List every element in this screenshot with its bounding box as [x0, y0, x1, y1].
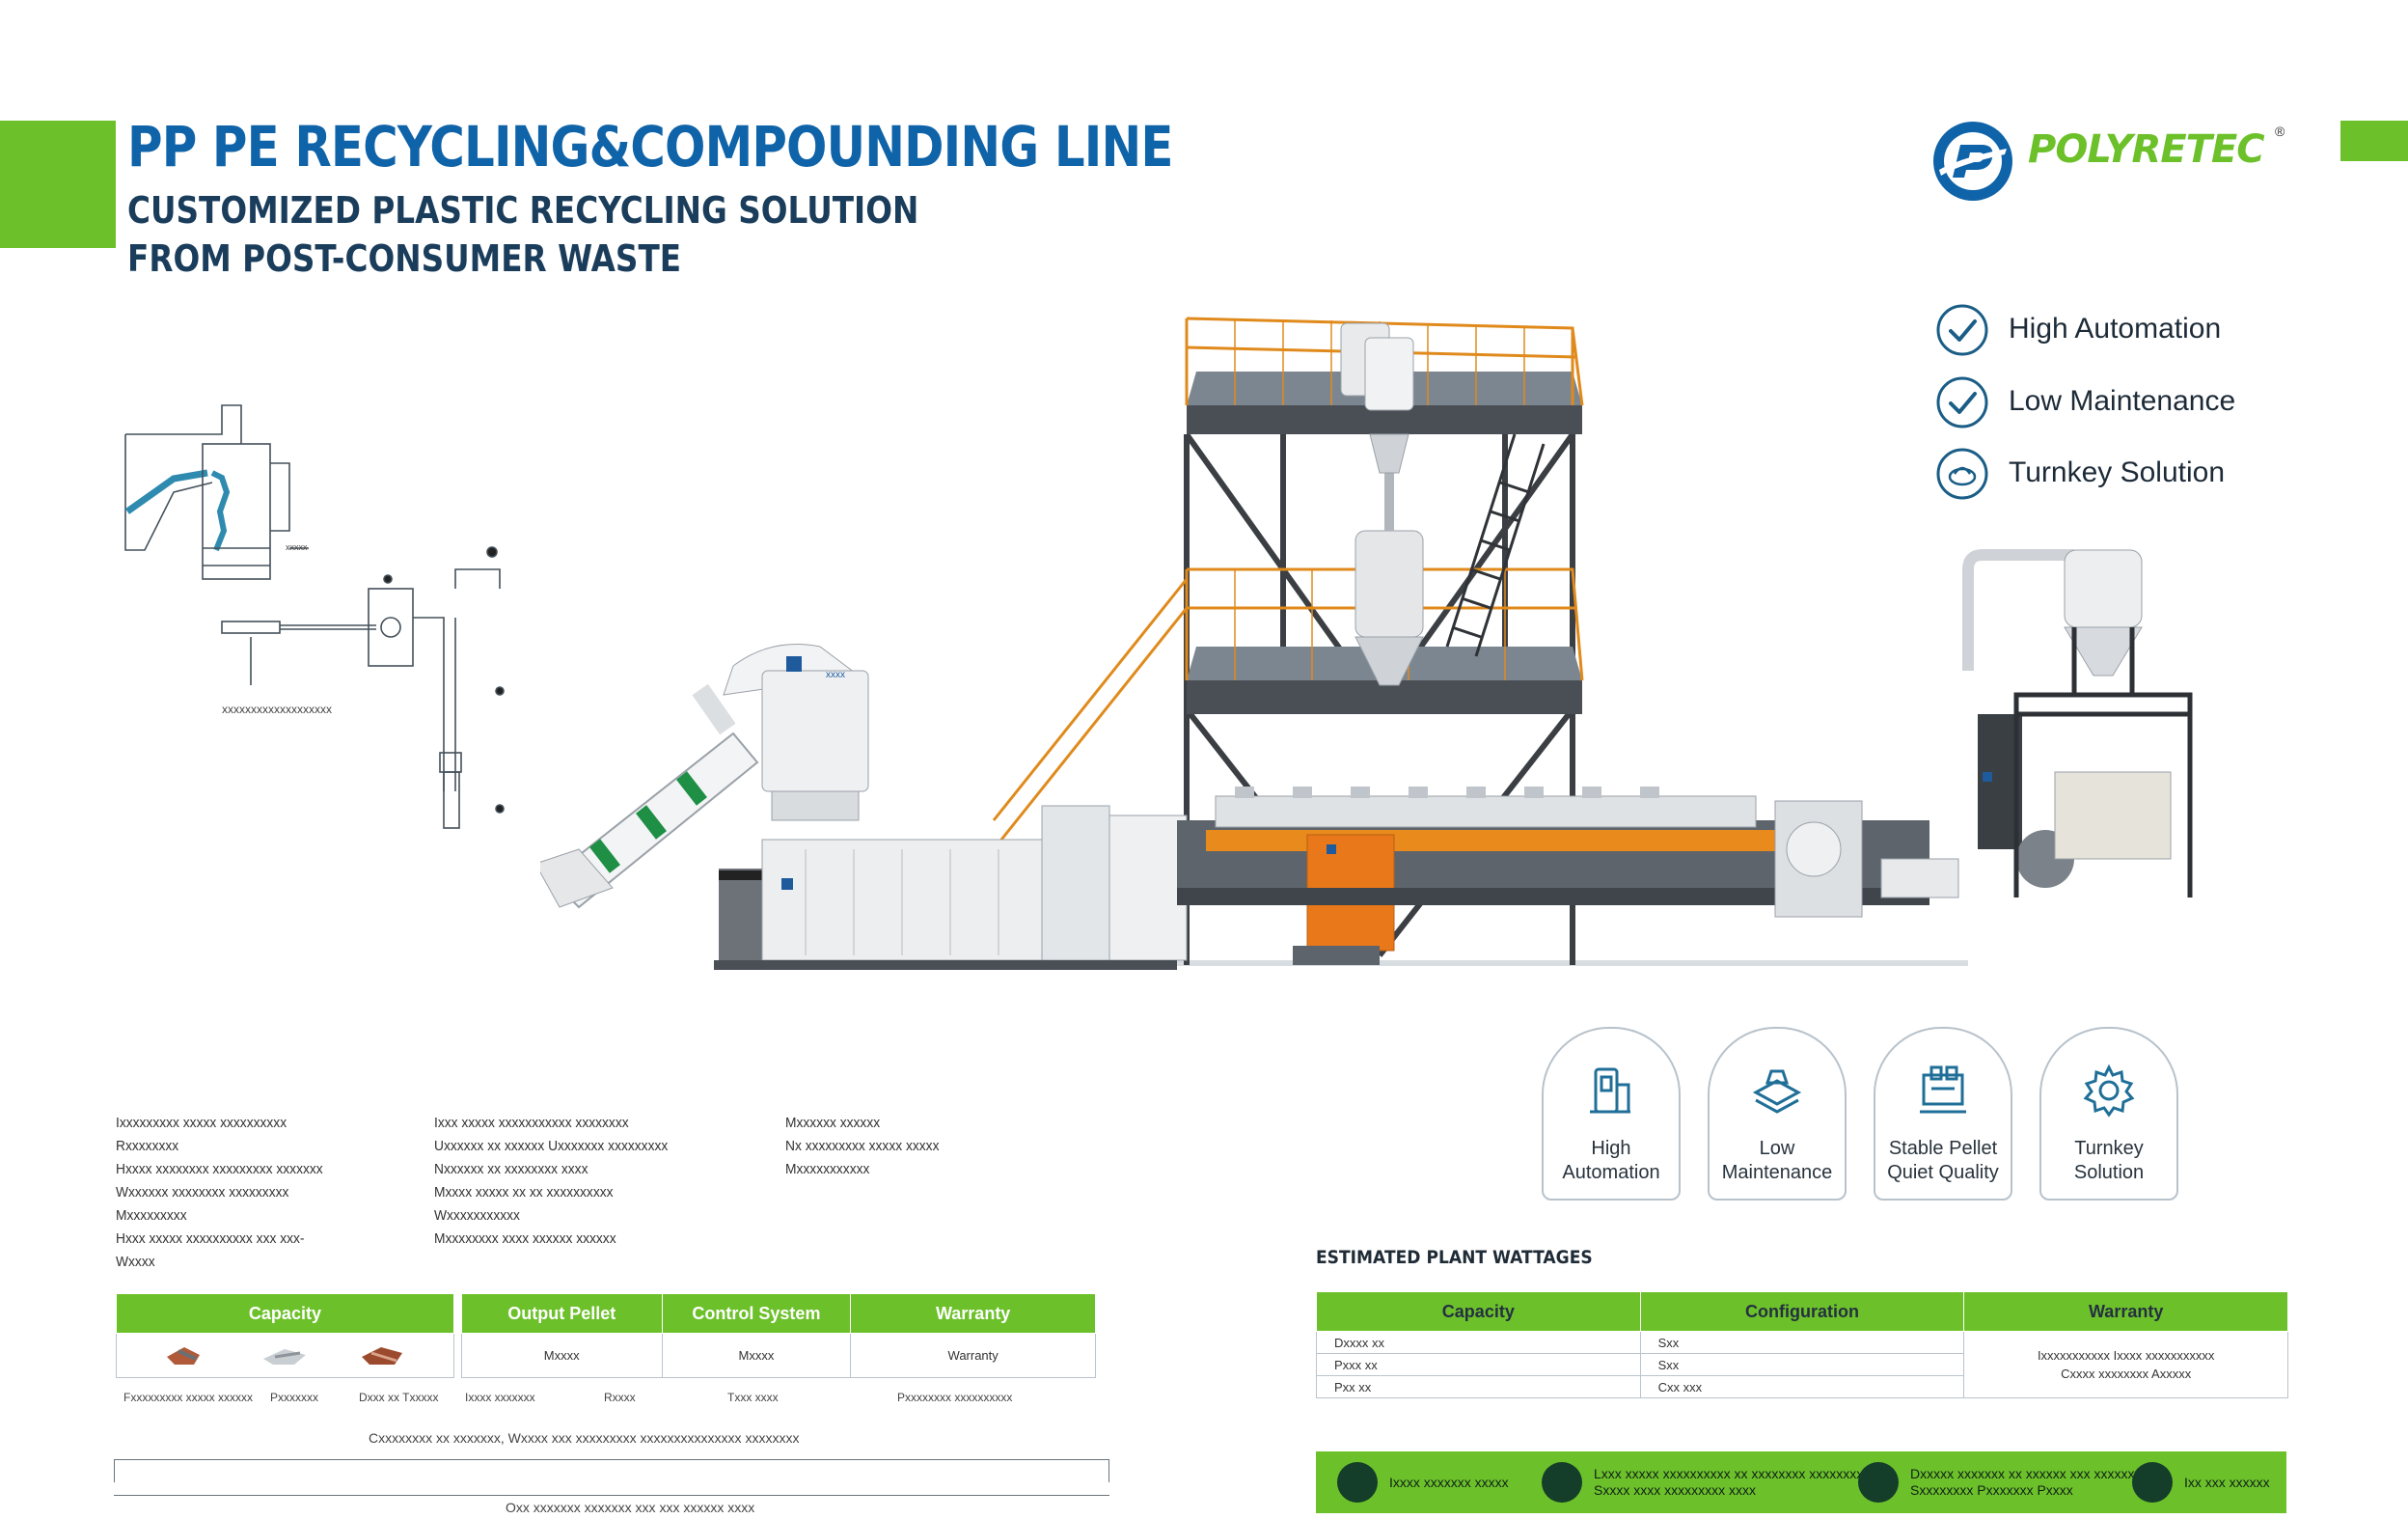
pellet-icon	[1920, 1065, 1966, 1114]
page-subtitle-line2: FROM POST-CONSUMER WASTE	[127, 237, 682, 280]
divider-line-bottom	[114, 1495, 1109, 1496]
page-subtitle-line1: CUSTOMIZED PLASTIC RECYCLING SOLUTION	[127, 189, 919, 232]
table-cell: Pxx xx	[1316, 1375, 1641, 1398]
schematic-caption: xxxxxxxxxxxxxxxxxxx	[222, 703, 332, 716]
table-cell-warranty: Ixxxxxxxxxxx Ixxxx xxxxxxxxxxx Cxxxx xxx…	[1963, 1331, 2288, 1398]
table-header-capacity: Capacity	[116, 1293, 454, 1334]
benefit-item: Ixxxx xxxxxxx xxxxx	[1337, 1451, 1509, 1513]
header-accent-bar-left	[0, 121, 116, 248]
table-caption: Ixxxx xxxxxxx	[465, 1391, 535, 1404]
feature-turnkey-solution: Turnkey Solution	[1935, 447, 2379, 505]
table-header-warranty: Warranty	[1963, 1291, 2288, 1332]
table-header-configuration: Configuration	[1639, 1291, 1965, 1332]
benefits-banner: Ixxxx xxxxxxx xxxxx Lxxx xxxxx xxxxxxxxx…	[1316, 1451, 2286, 1513]
gear-icon	[2083, 1063, 2135, 1118]
automation-icon	[1590, 1067, 1630, 1114]
page-title: PP PE RECYCLING&COMPOUNDING LINE	[127, 114, 1173, 180]
table-caption: Dxxx xx Txxxxx	[359, 1391, 439, 1404]
flake-sample-3	[362, 1347, 403, 1365]
table-caption: Txxx xxxx	[727, 1391, 779, 1404]
spec-table-right-title: ESTIMATED PLANT WATTAGES	[1316, 1247, 1593, 1268]
feature-label: Turnkey Solution	[2009, 456, 2226, 488]
recycling-line-machine-illustration: xxxx	[540, 317, 2193, 970]
table-cell-capacity-images	[116, 1333, 454, 1378]
table-cell: Dxxxx xx	[1316, 1331, 1641, 1354]
brand-registered-mark: ®	[2275, 124, 2285, 139]
table-cell-warranty: Warranty	[850, 1333, 1096, 1378]
pellet-circle-icon	[1936, 448, 1988, 500]
table-cell: Pxxx xx	[1316, 1353, 1641, 1376]
table-cell-output: Mxxxx	[460, 1333, 663, 1378]
benefit-item: Ixx xxx xxxxxx	[2132, 1451, 2270, 1513]
table-cell: Cxx xxx	[1639, 1375, 1965, 1398]
flake-sample-1	[167, 1347, 201, 1365]
compass-icon	[1542, 1462, 1582, 1503]
table-caption: Pxxxxxxx	[270, 1391, 319, 1404]
table-cell: Sxx	[1639, 1331, 1965, 1354]
brand-name: POLYRETEC	[2028, 127, 2265, 172]
plant-icon	[1337, 1462, 1378, 1503]
feature-label: Low Maintenance	[2009, 385, 2236, 417]
table-cell-control: Mxxxx	[661, 1333, 852, 1378]
divider-line	[114, 1459, 1109, 1460]
brand-logo-icon	[1933, 122, 2012, 201]
flake-sample-2	[263, 1349, 307, 1365]
divider-tick-right	[1108, 1459, 1109, 1482]
table-cell: Sxx	[1639, 1353, 1965, 1376]
table-caption: Rxxxx	[604, 1391, 636, 1404]
check-circle-icon	[1936, 304, 1988, 356]
table-footer-note: Oxx xxxxxxx xxxxxxx xxx xxx xxxxxx xxxx	[506, 1500, 755, 1515]
bulb-icon	[1858, 1462, 1899, 1503]
table-note: Cxxxxxxxx xx xxxxxxx, Wxxxx xxx xxxxxxxx…	[369, 1430, 800, 1446]
table-caption: Fxxxxxxxxx xxxxx xxxxxx	[123, 1391, 253, 1404]
waste-sample-images	[167, 1347, 403, 1365]
header-accent-bar-right	[2340, 121, 2408, 161]
schematic-label: xxxxx	[286, 542, 308, 552]
table-header-output-pellet: Output Pellet	[460, 1293, 663, 1334]
benefit-item: Lxxx xxxxx xxxxxxxxxx xx xxxxxxxx xxxxxx…	[1542, 1451, 1870, 1513]
table-header-control-system: Control System	[661, 1293, 852, 1334]
table-header-capacity: Capacity	[1316, 1291, 1641, 1332]
feature-low-maintenance: Low Maintenance	[1935, 375, 2379, 433]
table-caption: Pxxxxxxxx xxxxxxxxxx	[897, 1391, 1013, 1404]
spec-table-right: Capacity Configuration Warranty Dxxxx xx…	[1316, 1291, 2288, 1398]
feature-high-automation: High Automation	[1935, 303, 2379, 361]
process-schematic-diagram	[124, 404, 505, 829]
spec-table-left: Capacity Output Pellet Control System Wa…	[116, 1293, 1096, 1378]
recycle-icon	[2132, 1462, 2173, 1503]
feature-label: High Automation	[2009, 313, 2222, 345]
machine-plate-label: xxxx	[826, 670, 845, 680]
maintenance-icon	[1752, 1069, 1802, 1114]
divider-tick-left	[114, 1459, 115, 1482]
table-header-warranty: Warranty	[850, 1293, 1096, 1334]
check-circle-icon	[1936, 376, 1988, 428]
